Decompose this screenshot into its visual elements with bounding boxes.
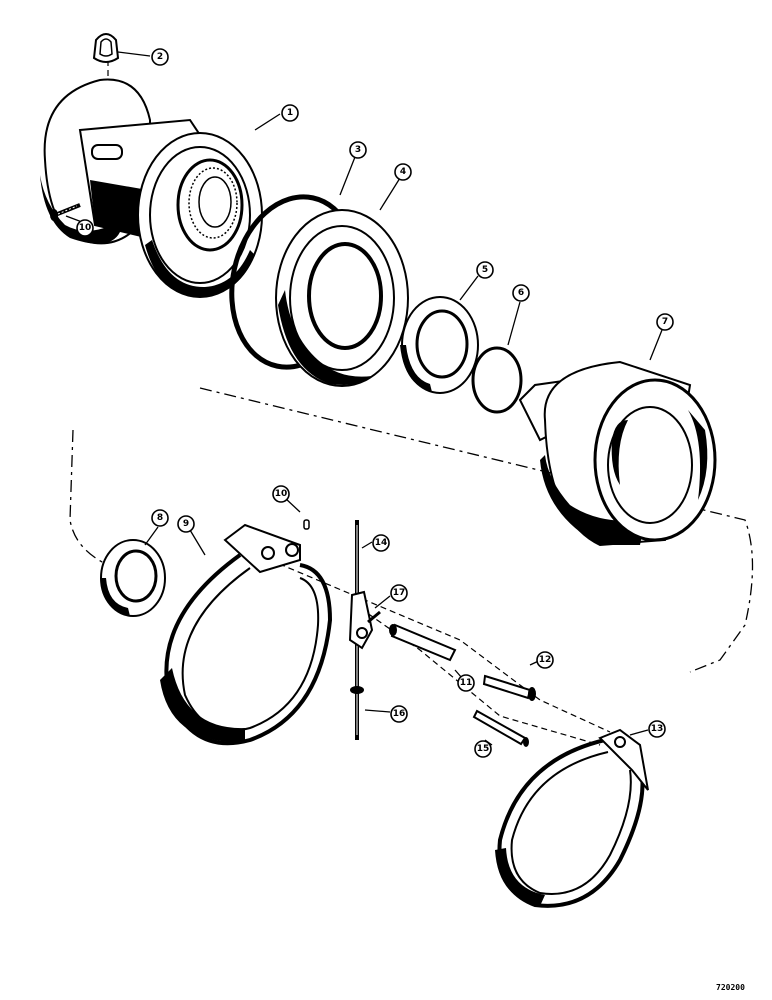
assembly-centerline-upper bbox=[199, 387, 754, 673]
callout-11: 11 bbox=[457, 674, 475, 692]
part-piston bbox=[275, 209, 409, 387]
part-bearing bbox=[100, 539, 166, 617]
part-pin-small bbox=[472, 709, 529, 747]
part-hub bbox=[40, 78, 263, 298]
callout-6: 6 bbox=[512, 284, 530, 302]
callout-2: 2 bbox=[151, 48, 169, 66]
part-brake-band-large bbox=[160, 523, 333, 746]
part-o-ring-small bbox=[471, 346, 523, 414]
callout-5: 5 bbox=[476, 261, 494, 279]
part-key bbox=[92, 33, 120, 63]
callout-1: 1 bbox=[281, 104, 299, 122]
callout-label: 13 bbox=[651, 724, 664, 734]
callout-label: 4 bbox=[400, 167, 406, 177]
callout-3: 3 bbox=[349, 141, 367, 159]
callout-4: 4 bbox=[394, 163, 412, 181]
callout-17: 17 bbox=[390, 584, 408, 602]
callout-label: 16 bbox=[393, 709, 406, 719]
callout-13: 13 bbox=[648, 720, 666, 738]
part-clevis-pin bbox=[482, 674, 536, 701]
callout-9: 9 bbox=[177, 515, 195, 533]
callout-label: 3 bbox=[355, 145, 361, 155]
callout-label: 11 bbox=[460, 678, 473, 688]
part-clip bbox=[367, 610, 381, 624]
callout-8: 8 bbox=[151, 509, 169, 527]
callout-label: 14 bbox=[375, 538, 388, 548]
callout-14: 14 bbox=[372, 534, 390, 552]
callout-label: 1 bbox=[287, 108, 293, 118]
callout-16: 16 bbox=[390, 705, 408, 723]
callout-label: 17 bbox=[393, 588, 406, 598]
reference-code: 720200 bbox=[716, 983, 745, 992]
part-seal bbox=[400, 296, 479, 394]
callout-label: 9 bbox=[183, 519, 189, 529]
callout-label: 5 bbox=[482, 265, 488, 275]
callout-10: 10 bbox=[76, 219, 94, 237]
callout-label: 10 bbox=[79, 223, 92, 233]
part-drum bbox=[518, 360, 717, 547]
assembly-centerline-lower bbox=[69, 429, 111, 567]
part-pin bbox=[389, 623, 457, 662]
callout-label: 7 bbox=[662, 317, 668, 327]
callout-label: 8 bbox=[157, 513, 163, 523]
callout-10-lower: 10 bbox=[272, 485, 290, 503]
callout-label: 15 bbox=[477, 744, 490, 754]
part-small-pin bbox=[303, 519, 310, 530]
part-screw bbox=[50, 203, 81, 221]
callout-label: 10 bbox=[275, 489, 288, 499]
part-brake-band-small bbox=[495, 728, 649, 908]
callout-7: 7 bbox=[656, 313, 674, 331]
callout-label: 2 bbox=[157, 52, 163, 62]
callout-label: 6 bbox=[518, 288, 524, 298]
callout-15: 15 bbox=[474, 740, 492, 758]
callout-label: 12 bbox=[539, 655, 552, 665]
callout-12: 12 bbox=[536, 651, 554, 669]
part-lever-rod bbox=[348, 520, 374, 740]
